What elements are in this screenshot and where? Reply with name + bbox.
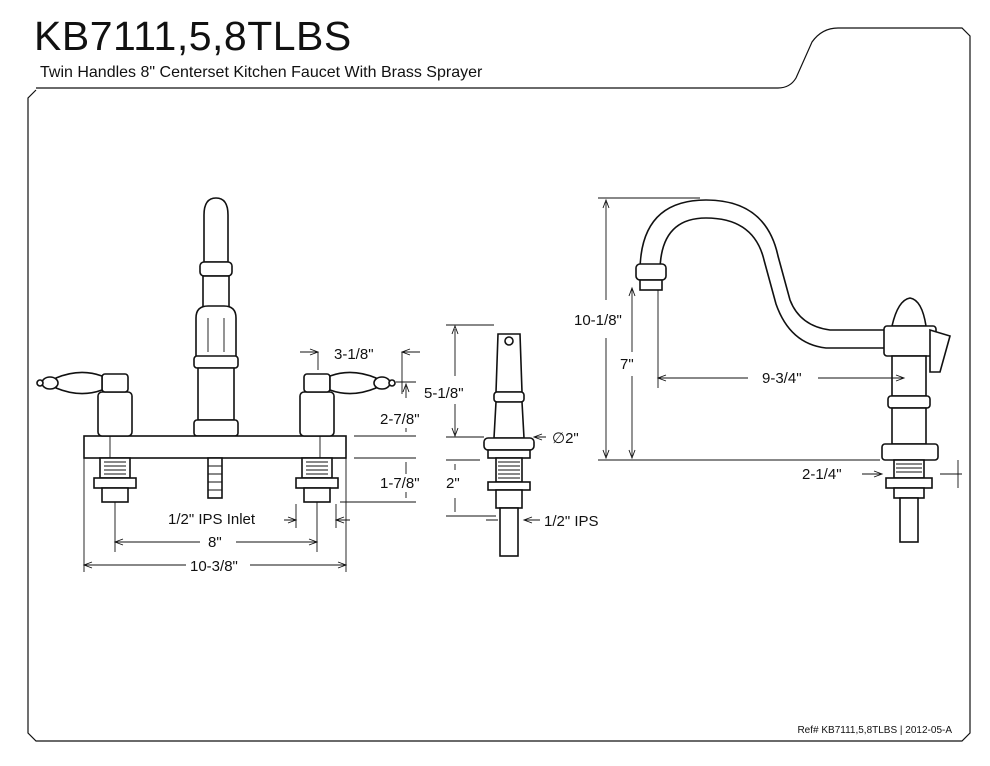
dim-sprayer-diameter: ∅2": [552, 430, 579, 447]
reference-number: Ref# KB7111,5,8TLBS | 2012-05-A: [797, 725, 952, 736]
side-view-dimensions: [598, 197, 962, 488]
main-faucet-dimensions: [82, 348, 420, 572]
dim-sprayer-shank: 2": [446, 475, 460, 492]
page-subtitle: Twin Handles 8" Centerset Kitchen Faucet…: [40, 64, 483, 81]
dim-centerset: 8": [208, 534, 222, 551]
dim-handle-height: 2-7/8": [380, 411, 420, 428]
sprayer-drawing: [483, 333, 535, 557]
dim-sprayer-ips: 1/2" IPS: [544, 513, 599, 530]
dim-sprayer-height: 5-1/8": [424, 385, 464, 402]
sprayer-dimensions: [446, 324, 546, 524]
dim-spout-clearance: 7": [620, 356, 634, 373]
page-title: KB7111,5,8TLBS: [34, 13, 352, 59]
dim-spout-reach: 9-3/4": [762, 370, 802, 387]
drawing-border: [27, 27, 971, 742]
dim-handle-width: 3-1/8": [334, 346, 374, 363]
main-faucet-front-view: [36, 197, 396, 503]
dim-base-height: 1-7/8": [380, 475, 420, 492]
dim-deck-thickness: 2-1/4": [802, 466, 842, 483]
faucet-side-view: [635, 199, 951, 543]
dim-spout-height: 10-1/8": [574, 312, 622, 329]
dim-overall-width: 10-3/8": [190, 558, 238, 575]
dim-inlet: 1/2" IPS Inlet: [168, 511, 256, 528]
